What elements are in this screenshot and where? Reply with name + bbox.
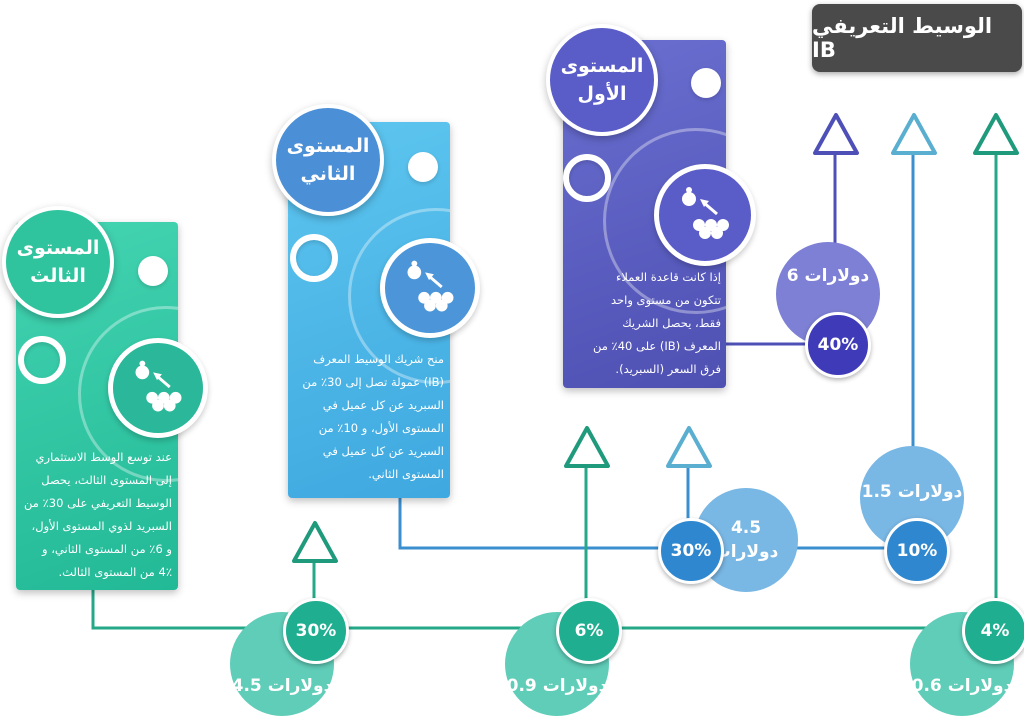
page-title: الوسيط التعريفي IB bbox=[812, 4, 1022, 72]
level-2-second-amount: 1.5 دولارات bbox=[860, 446, 964, 550]
level-2-icon bbox=[380, 238, 480, 338]
level-2-second-percent-badge: 10% bbox=[884, 518, 950, 584]
level-1-icon bbox=[654, 164, 756, 266]
up-arrow-icon bbox=[813, 113, 859, 155]
level-2-first-percent-badge: 30% bbox=[658, 518, 724, 584]
level-1-percent-badge: 40% bbox=[805, 312, 871, 378]
level-2-label: المستوى الثاني bbox=[272, 104, 384, 216]
level-3-second-percent-badge: 6% bbox=[556, 598, 622, 664]
level-3-icon bbox=[108, 338, 208, 438]
up-arrow-icon bbox=[666, 426, 712, 468]
level-3-first-percent-badge: 30% bbox=[283, 598, 349, 664]
level-1-description: إذا كانت قاعدة العملاء تتكون من مستوى وا… bbox=[592, 270, 721, 376]
level-2-description: منح شريك الوسيط المعرف (IB) عمولة تصل إل… bbox=[302, 352, 444, 481]
level-1-label: المستوى الأول bbox=[546, 24, 658, 136]
level-3-description: عند توسع الوسط الاستثماري إلى المستوى ال… bbox=[24, 450, 172, 579]
up-arrow-icon bbox=[891, 113, 937, 155]
level-3-third-percent-badge: 4% bbox=[962, 598, 1024, 664]
level-3-label: المستوى الثالث bbox=[2, 206, 114, 318]
up-arrow-icon bbox=[564, 426, 610, 468]
up-arrow-icon bbox=[973, 113, 1019, 155]
up-arrow-icon bbox=[292, 521, 338, 563]
